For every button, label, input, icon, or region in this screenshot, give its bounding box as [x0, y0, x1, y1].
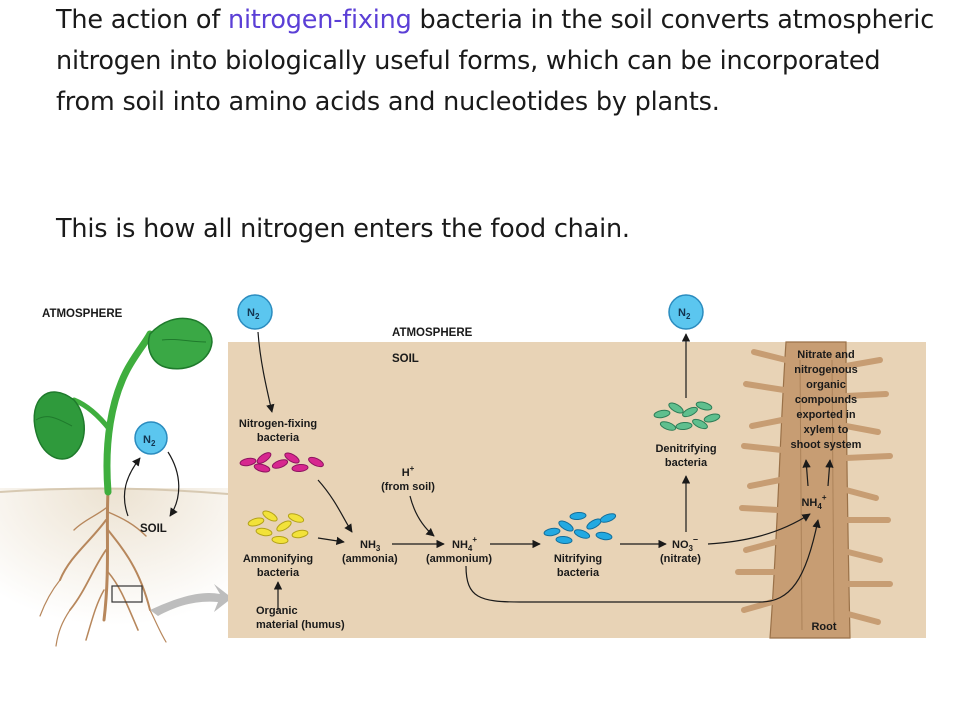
nh4-formula: NH4+: [452, 535, 477, 553]
left-atmosphere-label: ATMOSPHERE: [42, 308, 123, 320]
exported-label: Nitrate and nitrogenous organic compound…: [791, 349, 862, 451]
svg-text:N2: N2: [143, 434, 156, 448]
main-atmosphere-label: ATMOSPHERE: [392, 327, 473, 339]
root-up-arrow-2: [825, 459, 834, 487]
svg-text:organic: organic: [806, 379, 846, 391]
text-block: The action of nitrogen-fixing bacteria i…: [56, 0, 936, 244]
nitrogen-fixing-link[interactable]: nitrogen-fixing: [228, 5, 412, 35]
organic-label-1: Organic: [256, 605, 298, 617]
h-plus-formula: H+: [402, 464, 415, 479]
organic-label-2: material (humus): [256, 619, 345, 631]
nh4-to-root-arrow: [465, 519, 821, 603]
denitrifying-label-2: bacteria: [665, 457, 708, 469]
svg-text:compounds: compounds: [795, 394, 857, 406]
left-arrow-up: [123, 457, 141, 517]
ammonifying-label-1: Ammonifying: [243, 553, 313, 565]
no3-formula: NO3–: [672, 534, 698, 553]
left-soil-label: SOIL: [140, 523, 167, 535]
svg-text:exported in: exported in: [796, 409, 856, 421]
nitrogen-cycle-diagram: ATMOSPHERE SOIL N2 ATMOSPHERE SOIL N2 N2…: [0, 280, 960, 660]
left-n2-molecule: N2: [134, 421, 168, 455]
n2-top-left-molecule: N2: [237, 294, 273, 330]
zoom-swoosh: [150, 584, 232, 616]
no3-to-root-arrow: [707, 513, 811, 545]
svg-text:N2: N2: [247, 307, 260, 321]
root-label: Root: [811, 621, 836, 633]
root-nh4-formula: NH4+: [801, 493, 826, 511]
svg-text:nitrogenous: nitrogenous: [794, 364, 858, 376]
nitrogen-fixing-label-2: bacteria: [257, 432, 300, 444]
n2-top-right-molecule: N2: [668, 294, 704, 330]
nitrogen-fixing-bacteria: [239, 452, 324, 473]
h-plus-arrow: [409, 495, 435, 537]
intro-paragraph: The action of nitrogen-fixing bacteria i…: [56, 0, 936, 123]
svg-text:xylem to: xylem to: [804, 424, 849, 436]
from-soil-label: (from soil): [381, 481, 435, 493]
ammonium-label: (ammonium): [426, 553, 492, 565]
ground-line: [0, 487, 229, 495]
diagram-svg: ATMOSPHERE SOIL N2 ATMOSPHERE SOIL N2 N2…: [0, 294, 926, 660]
main-soil-label: SOIL: [392, 353, 419, 365]
ammonia-label: (ammonia): [342, 553, 398, 565]
intro-text-start: The action of: [56, 5, 229, 35]
left-ground: [0, 488, 228, 660]
denitrifying-bacteria: [653, 401, 721, 431]
n2-to-fixing-arrow: [257, 331, 275, 413]
nh3-formula: NH3: [360, 539, 381, 553]
nitrogen-fixing-label-1: Nitrogen-fixing: [239, 418, 317, 430]
nitrate-label: (nitrate): [660, 553, 701, 565]
ammonifying-to-nh3-arrow: [317, 536, 345, 546]
root-structure: [735, 341, 893, 639]
ammonifying-label-2: bacteria: [257, 567, 300, 579]
svg-text:N2: N2: [678, 307, 691, 321]
left-leaf: [33, 391, 85, 460]
nitrifying-bacteria: [543, 511, 617, 545]
svg-text:Nitrate and: Nitrate and: [797, 349, 854, 361]
nitrifying-label-1: Nitrifying: [554, 553, 602, 565]
intro-text-end: bacteria in the soil converts atmospheri…: [56, 5, 935, 117]
root-up-arrow-1: [802, 459, 811, 487]
plant-stem: [71, 330, 154, 496]
svg-text:shoot system: shoot system: [791, 439, 862, 451]
fixing-to-nh3-arrow: [317, 479, 353, 533]
nitrifying-label-2: bacteria: [557, 567, 600, 579]
food-chain-paragraph: This is how all nitrogen enters the food…: [56, 214, 630, 244]
denitrifying-label-1: Denitrifying: [655, 443, 716, 455]
root-zoom-box: [111, 585, 143, 603]
ammonifying-bacteria: [247, 510, 309, 545]
left-arrow-down: [167, 451, 180, 517]
top-leaf: [147, 317, 213, 370]
plant-roots: [39, 490, 167, 647]
